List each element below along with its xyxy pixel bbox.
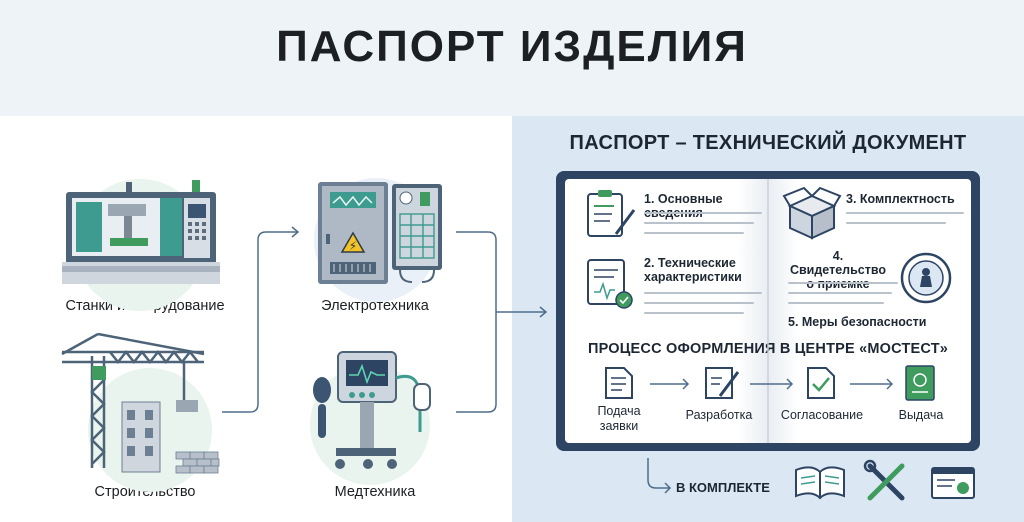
book-page-right (768, 179, 971, 443)
bundle-label: В КОМПЛЕКТЕ (676, 480, 770, 495)
section-safety: 5. Меры безопасности (788, 315, 927, 329)
text-line (644, 292, 762, 294)
text-line (644, 312, 744, 314)
text-line (788, 282, 898, 284)
cnc-machine-icon (62, 180, 220, 284)
text-line (846, 222, 946, 224)
text-line (644, 232, 744, 234)
connector-arrows (222, 231, 546, 413)
category-label-electrical: Электротехника (321, 298, 429, 314)
text-line (644, 302, 754, 304)
bg-circle (74, 179, 206, 311)
category-label-machines: Станки и оборудование (65, 298, 225, 314)
step-label-application: Подача заявки (597, 404, 641, 433)
page-title: ПАСПОРТ ИЗДЕЛИЯ (276, 22, 748, 71)
bg-circle (88, 368, 212, 492)
category-label-medical: Медтехника (334, 484, 416, 500)
section-basic-info: 1. Основные сведения (644, 192, 723, 220)
construction-icon (61, 332, 220, 474)
bg-circle (310, 365, 430, 485)
document-title: ПАСПОРТ – ТЕХНИЧЕСКИЙ ДОКУМЕНТ (569, 132, 967, 154)
text-line (846, 212, 964, 214)
process-title: ПРОЦЕСС ОФОРМЛЕНИЯ В ЦЕНТРЕ «МОСТЕСТ» (587, 341, 949, 357)
section-tech-specs: 2. Технические характеристики (644, 256, 742, 284)
section-acceptance: 4. Свидетельство о приемке (789, 249, 887, 291)
bg-circle (314, 178, 438, 302)
text-line (644, 212, 762, 214)
text-line (788, 302, 884, 304)
step-label-issuance: Выдача (898, 408, 944, 422)
medical-equipment-icon (313, 351, 431, 469)
svg-text:⚡: ⚡ (349, 239, 357, 253)
section-completeness: 3. Комплектность (846, 192, 955, 206)
category-label-construction: Строительство (94, 484, 196, 500)
step-label-development: Разработка (685, 408, 753, 422)
text-line (644, 222, 754, 224)
header-band (0, 0, 1024, 116)
step-label-approval: Согласование (780, 408, 864, 422)
electrical-cabinet-icon: ⚡ (318, 182, 442, 284)
text-line (788, 292, 892, 294)
